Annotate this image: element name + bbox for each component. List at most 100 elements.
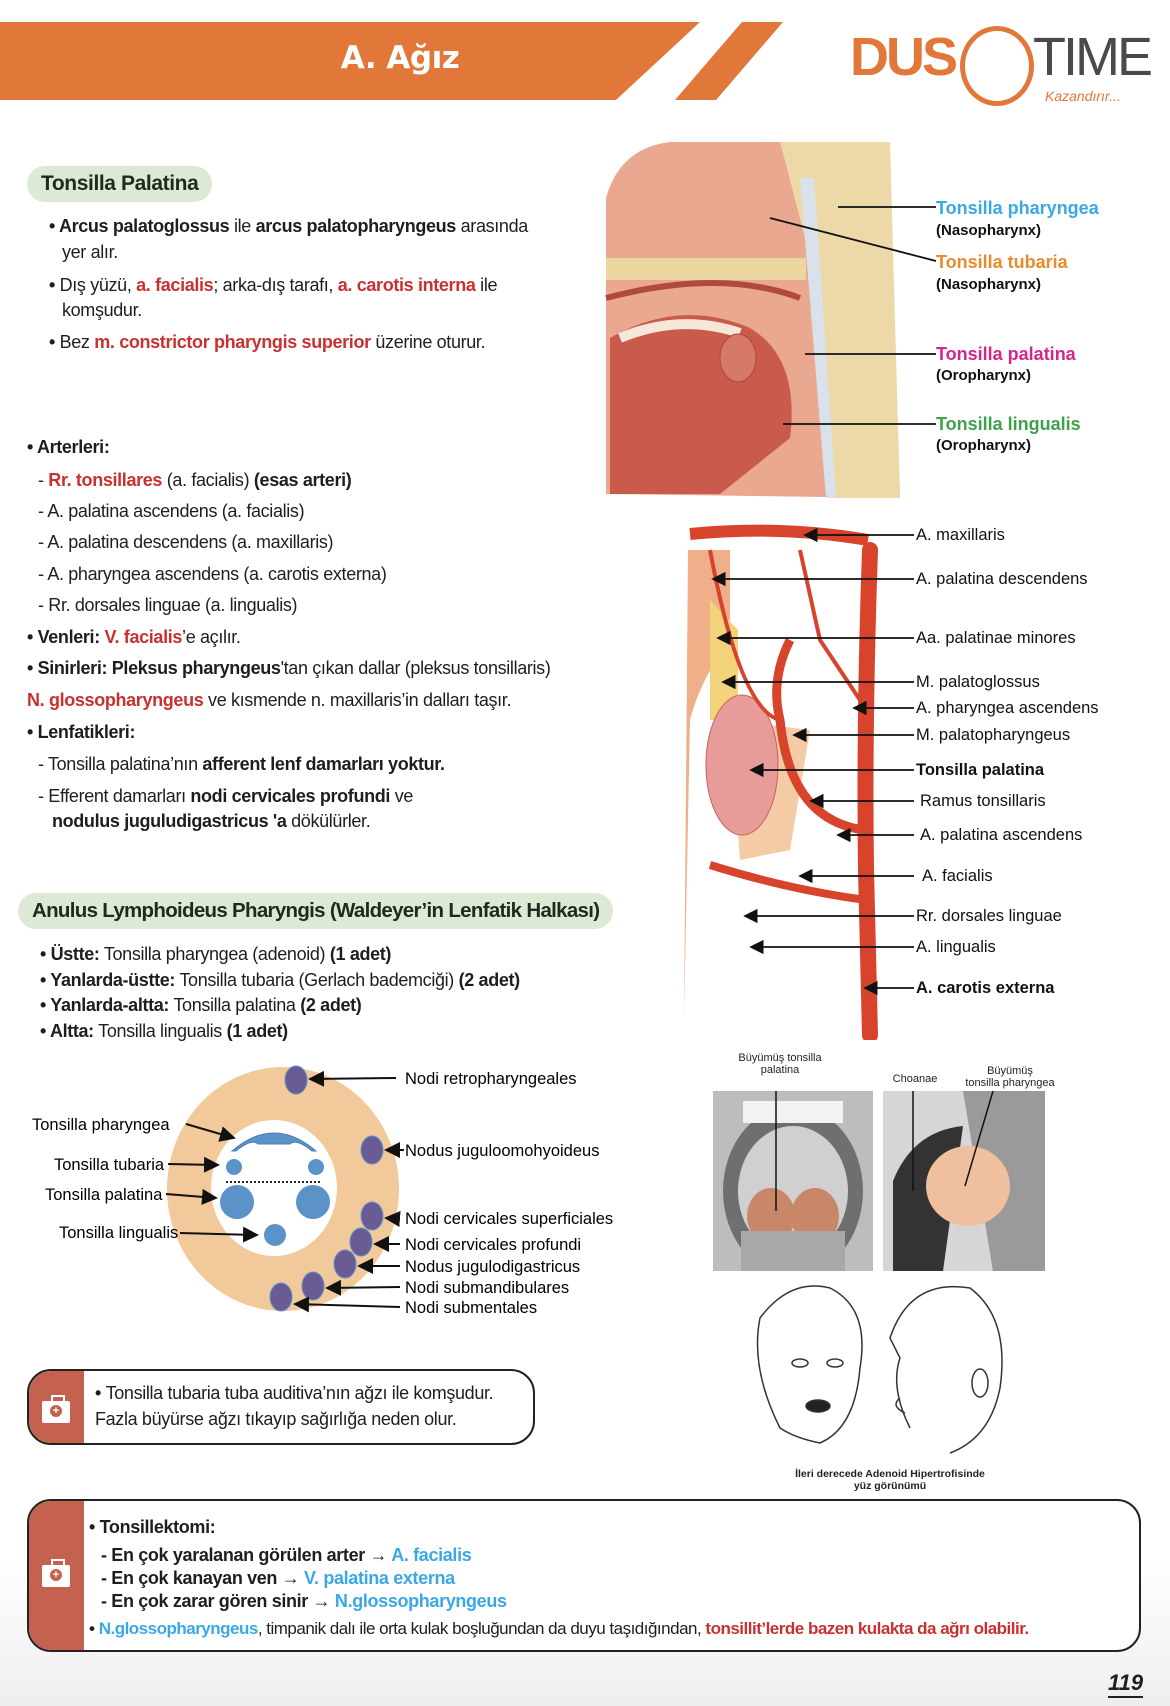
artery-label: Tonsilla palatina	[916, 761, 1045, 779]
lymph-node-mark	[349, 1227, 373, 1257]
tonsillectomy-row: En çok kanayan ven → V. palatina externa	[101, 1567, 455, 1589]
label-tonsilla-palatina: Tonsilla palatina	[936, 344, 1076, 364]
veins-line: Venleri: V. facialis’e açılır.	[27, 626, 241, 648]
ring-label-right: Nodi cervicales superficiales	[405, 1210, 613, 1228]
waldeyer-ring-diagram: Tonsilla pharyngea Tonsilla tubaria Tons…	[32, 1065, 613, 1317]
ring-label-right: Nodi submandibulares	[405, 1279, 569, 1297]
artery-label: Aa. palatinae minores	[916, 629, 1076, 647]
bullet-neighbors: Dış yüzü, a. facialis; arka-dış tarafı, …	[49, 274, 498, 296]
adenoid-face-illustration	[756, 1285, 1003, 1454]
artery-label: A. lingualis	[916, 938, 996, 956]
anulus-item: Altta: Tonsilla lingualis (1 adet)	[40, 1020, 288, 1042]
tonsilla-palatina-mark	[220, 1185, 254, 1219]
lymph-item: Tonsilla palatina’nın afferent lenf dama…	[38, 753, 445, 775]
tooth-icon	[960, 26, 1034, 106]
artery-item: A. palatina descendens (a. maxillaris)	[38, 531, 333, 553]
note-side-panel	[29, 1371, 84, 1443]
label-oropharynx: (Oropharynx)	[936, 367, 1032, 384]
sagittal-pharynx-illustration	[605, 142, 937, 498]
artery-label: M. palatoglossus	[916, 673, 1040, 691]
ring-label-right: Nodi cervicales profundi	[405, 1236, 581, 1254]
tonsillectomy-row: En çok yaralanan görülen arter → A. faci…	[101, 1544, 471, 1566]
header-slash	[675, 22, 783, 100]
artery-item: A. palatina ascendens (a. facialis)	[38, 500, 304, 522]
medical-kit-icon	[42, 1559, 70, 1587]
lymph-node-mark	[284, 1065, 308, 1095]
artery-label: A. palatina descendens	[916, 570, 1088, 588]
artery-label: A. facialis	[922, 867, 993, 885]
tonsillectomy-note: N.glossopharyngeus, timpanik dalı ile or…	[89, 1618, 1029, 1640]
lymph-node-mark	[269, 1282, 293, 1312]
tonsilla-lingualis-mark	[264, 1224, 286, 1246]
note-line: Tonsilla tubaria tuba auditiva’nın ağzı …	[95, 1382, 494, 1404]
lymph-item-cont: nodulus juguludigastricus 'a dökülürler.	[52, 811, 371, 831]
artery-label: Ramus tonsillaris	[920, 792, 1046, 810]
logo-text-right: TIME	[1033, 27, 1153, 87]
tonsillectomy-title: Tonsillektomi:	[89, 1516, 216, 1538]
brand-logo: DUS TIME Kazandırır...	[850, 26, 1153, 110]
artery-label: A. pharyngea ascendens	[916, 699, 1099, 717]
medical-kit-icon	[42, 1395, 70, 1423]
ring-label-left: Tonsilla lingualis	[59, 1224, 178, 1242]
section-heading-anulus: Anulus Lymphoideus Pharyngis (Waldeyer’i…	[18, 893, 614, 929]
logo-tagline: Kazandırır...	[1045, 88, 1121, 104]
artery-item: Rr. dorsales linguae (a. lingualis)	[38, 594, 297, 616]
artery-item: Rr. tonsillares (a. facialis) (esas arte…	[38, 469, 351, 491]
tonsilla-tubaria-mark	[226, 1159, 242, 1175]
label-tonsilla-pharyngea: Tonsilla pharyngea	[936, 198, 1099, 218]
label-tonsilla-lingualis: Tonsilla lingualis	[936, 414, 1081, 434]
artery-label: A. carotis externa	[916, 979, 1055, 997]
header-band	[0, 22, 700, 100]
enlarged-palatine-tonsils-illustration	[713, 1091, 873, 1271]
ring-center	[211, 1120, 337, 1256]
artery-label: Rr. dorsales linguae	[916, 907, 1062, 925]
bullet-location-cont: yer alır.	[62, 242, 118, 262]
ring-label-right: Nodi retropharyngeales	[405, 1070, 577, 1088]
anulus-item: Üstte: Tonsilla pharyngea (adenoid) (1 a…	[40, 943, 392, 965]
lymph-node-mark	[301, 1271, 325, 1301]
lymph-item: Efferent damarları nodi cervicales profu…	[38, 785, 413, 807]
tonsillectomy-box: Tonsillektomi: En çok yaralanan görülen …	[27, 1499, 1141, 1652]
ring-label-left: Tonsilla tubaria	[54, 1156, 165, 1174]
ring-label-right: Nodus jugulodigastricus	[405, 1258, 580, 1276]
label-tonsilla-tubaria: Tonsilla tubaria	[936, 252, 1068, 272]
note-side-panel	[29, 1501, 84, 1650]
nerves-line: Sinirleri: Pleksus pharyngeus'tan çıkan …	[27, 657, 551, 679]
page-title: A. Ağız	[340, 40, 460, 76]
artery-label: A. palatina ascendens	[920, 826, 1083, 844]
anulus-item: Yanlarda-altta: Tonsilla palatina (2 ade…	[40, 994, 361, 1016]
tonsilla-tubaria-mark	[308, 1159, 324, 1175]
artery-label: M. palatopharyngeus	[916, 726, 1071, 744]
bullet-location: Arcus palatoglossus ile arcus palatophar…	[49, 215, 528, 237]
arteries-label: Arterleri:	[27, 436, 110, 458]
label-oropharynx: (Oropharynx)	[936, 437, 1032, 454]
enlarged-adenoid-illustration	[883, 1091, 1045, 1271]
lymph-label: Lenfatikleri:	[27, 721, 136, 743]
label-nasopharynx: (Nasopharynx)	[936, 276, 1042, 293]
tonsil-artery-illustration	[684, 524, 914, 1040]
artery-item: A. pharyngea ascendens (a. carotis exter…	[38, 563, 387, 585]
note-line: Fazla büyürse ağzı tıkayıp sağırlığa ned…	[95, 1409, 457, 1429]
bullet-bed: Bez m. constrictor pharyngis superior üz…	[49, 331, 486, 353]
clinical-note-box: Tonsilla tubaria tuba auditiva’nın ağzı …	[27, 1369, 535, 1445]
anulus-item: Yanlarda-üstte: Tonsilla tubaria (Gerlac…	[40, 969, 520, 991]
label-choanae: Choanae	[892, 1073, 938, 1085]
label-nasopharynx: (Nasopharynx)	[936, 222, 1042, 239]
ring-label-left: Tonsilla pharyngea	[32, 1116, 170, 1134]
lymph-node-mark	[360, 1201, 384, 1231]
tonsilla-pharyngea-mark	[230, 1132, 318, 1152]
bullet-neighbors-cont: komşudur.	[62, 300, 142, 320]
ring-label-right: Nodi submentales	[405, 1299, 537, 1317]
tonsilla-palatina-mark	[296, 1185, 330, 1219]
nerves-line-2: N. glossopharyngeus ve kısmende n. maxil…	[27, 690, 512, 710]
ring-label-left: Tonsilla palatina	[45, 1186, 163, 1204]
page-number: 119	[1108, 1670, 1144, 1698]
lymph-node-mark	[333, 1249, 357, 1279]
lymph-node-mark	[360, 1135, 384, 1165]
artery-label: A. maxillaris	[916, 526, 1005, 544]
ring-label-right: Nodus juguloomohyoideus	[405, 1142, 599, 1160]
section-heading-tonsilla-palatina: Tonsilla Palatina	[27, 166, 213, 202]
